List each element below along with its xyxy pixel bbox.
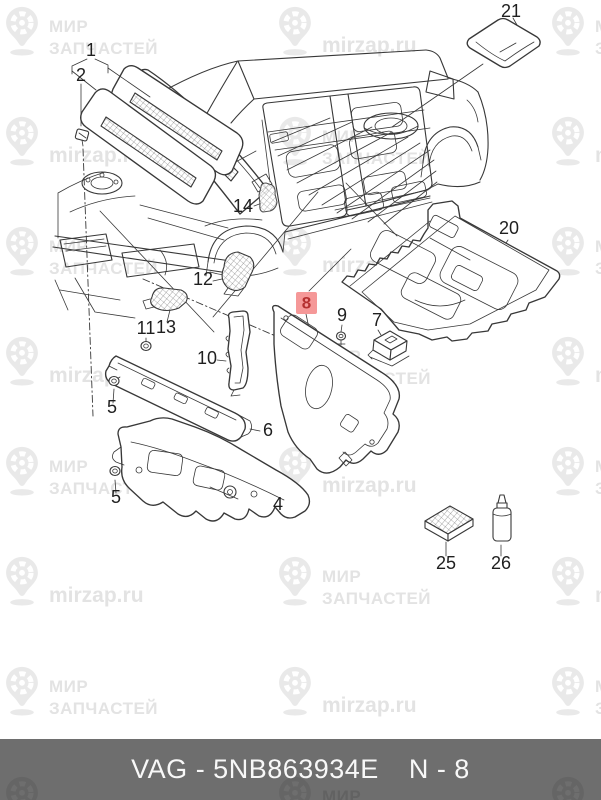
footer-page-ref: N - 8	[408, 754, 470, 784]
sill-insulation-strip	[104, 355, 252, 442]
map-pin-icon	[552, 446, 584, 496]
map-pin-icon	[6, 226, 38, 276]
map-pin-icon	[552, 336, 584, 386]
map-pin-icon	[6, 116, 38, 166]
support-bracket-7	[367, 330, 410, 367]
part-label-7[interactable]: 7	[372, 310, 382, 330]
highlight-badge-box[interactable]	[296, 292, 317, 314]
map-pin-icon	[6, 6, 38, 56]
luggage-compartment-pad	[466, 17, 541, 69]
fastener-clip-5-lower	[109, 465, 121, 477]
part-label-13[interactable]: 13	[156, 317, 176, 337]
wheelhouse-insulation-pieces	[142, 182, 278, 312]
watermark-domain-text: mirzap.ru	[49, 584, 144, 607]
watermark-domain-text: mirzap.ru	[595, 584, 601, 608]
part-label-21[interactable]: 21	[501, 1, 521, 21]
dash-panel-insulation-outer	[112, 417, 311, 522]
part-label-20[interactable]: 20	[499, 218, 519, 238]
part-label-5-lower[interactable]: 5	[111, 487, 121, 507]
watermark-domain-text: mirzap.ru	[595, 364, 601, 388]
highlight-badge-number[interactable]: 8	[302, 294, 311, 313]
watermark-domain-text: mirzap.ru	[322, 34, 417, 57]
footer-bar: VAG - 5NB863934E N - 8	[0, 739, 601, 800]
repair-pad-part	[424, 505, 474, 542]
footer-catalog-code: VAG - 5NB863934E	[131, 754, 379, 784]
watermark-domain-text: mirzap.ru	[595, 144, 601, 168]
watermark-tile: mirzap.ru	[275, 665, 417, 718]
part-label-6[interactable]: 6	[263, 420, 273, 440]
adhesive-bottle	[492, 494, 512, 542]
part-label-26[interactable]: 26	[491, 553, 511, 573]
part-label-12[interactable]: 12	[193, 269, 213, 289]
part-label-2[interactable]: 2	[76, 65, 86, 85]
map-pin-icon	[6, 666, 38, 716]
floor-carpet-part	[341, 200, 561, 342]
hood-pad-clip	[74, 128, 90, 147]
map-pin-icon	[6, 336, 38, 386]
map-pin-icon	[279, 666, 311, 716]
pillar-insulation-strip	[225, 310, 251, 397]
watermark-tile: mirzap.ru	[275, 5, 417, 58]
part-label-10[interactable]: 10	[197, 348, 217, 368]
part-labels: 1 2 21 14 20 12 13 11 10 9 7 5 6 5 4 25 …	[76, 1, 521, 573]
map-pin-icon	[552, 6, 584, 56]
fastener-clip-5-upper	[108, 375, 120, 387]
hood-insulation-panels	[74, 65, 244, 205]
fastener-nut-11	[140, 340, 152, 352]
part-label-9[interactable]: 9	[337, 305, 347, 325]
floor-pan-hatching	[267, 102, 438, 225]
highlighted-part-badge[interactable]: 8	[296, 292, 317, 314]
watermark-domain-text: mirzap.ru	[322, 694, 417, 717]
watermark-domain-text: mirzap.ru	[322, 474, 417, 497]
map-pin-icon	[279, 6, 311, 56]
map-pin-icon	[552, 226, 584, 276]
fastener-clip-9	[335, 331, 347, 346]
map-pin-icon	[6, 446, 38, 496]
map-pin-icon	[552, 556, 584, 606]
map-pin-icon	[552, 116, 584, 166]
map-pin-icon	[279, 226, 311, 276]
dash-panel-insulation-inner	[272, 304, 401, 474]
watermark-tile: mirzap.ru	[275, 445, 417, 498]
watermark-tile: mirzap.ru	[548, 115, 601, 168]
engine-bay-structure	[52, 171, 239, 319]
part-label-1[interactable]: 1	[86, 40, 96, 60]
part-label-5-upper[interactable]: 5	[107, 397, 117, 417]
part-label-11[interactable]: 11	[137, 318, 156, 338]
watermark-tile: mirzap.ru	[548, 335, 601, 388]
map-pin-icon	[279, 556, 311, 606]
part-label-25[interactable]: 25	[436, 553, 456, 573]
part-label-14[interactable]: 14	[233, 196, 253, 216]
map-pin-icon	[6, 556, 38, 606]
part-label-4[interactable]: 4	[273, 494, 283, 514]
watermark-tile: mirzap.ru	[548, 555, 601, 608]
watermark-tile: mirzap.ru	[2, 555, 144, 608]
map-pin-icon	[552, 666, 584, 716]
